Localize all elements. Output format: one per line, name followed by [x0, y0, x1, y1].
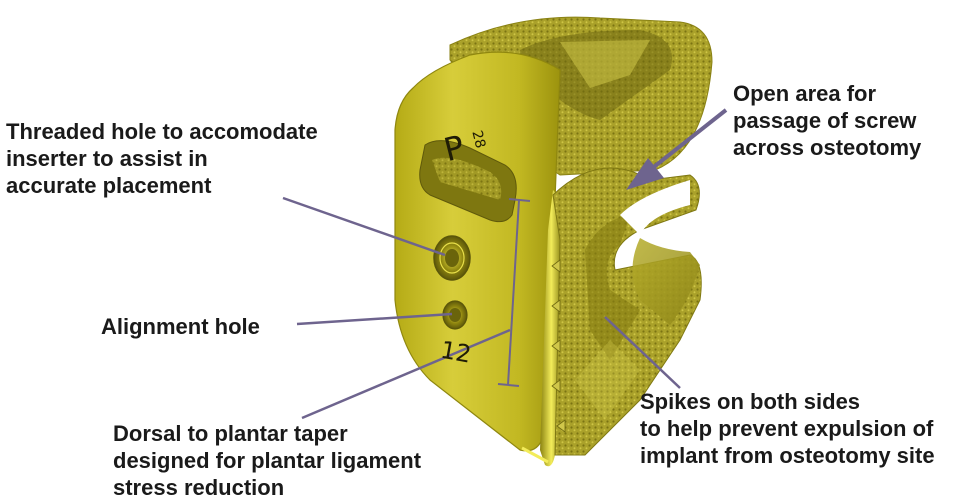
callout-open-area: Open area for passage of screw across os…: [733, 80, 921, 161]
callout-spikes: Spikes on both sides to help prevent exp…: [640, 388, 935, 469]
implant-front-face: [395, 52, 560, 451]
size-marking: 12: [438, 336, 473, 369]
callout-alignment-hole: Alignment hole: [101, 313, 260, 340]
callout-line: Threaded hole to accomodate: [6, 118, 318, 145]
callout-taper: Dorsal to plantar taper designed for pla…: [113, 420, 421, 501]
callout-line: accurate placement: [6, 172, 318, 199]
threaded-hole-icon: [434, 236, 470, 280]
callout-line: designed for plantar ligament: [113, 447, 421, 474]
callout-line: across osteotomy: [733, 134, 921, 161]
callout-line: to help prevent expulsion of: [640, 415, 935, 442]
callout-line: Dorsal to plantar taper: [113, 420, 421, 447]
callout-threaded-hole: Threaded hole to accomodate inserter to …: [6, 118, 318, 199]
callout-line: implant from osteotomy site: [640, 442, 935, 469]
callout-line: passage of screw: [733, 107, 921, 134]
callout-line: inserter to assist in: [6, 145, 318, 172]
callout-line: Open area for: [733, 80, 921, 107]
callout-line: Spikes on both sides: [640, 388, 935, 415]
callout-line: stress reduction: [113, 474, 421, 501]
callout-line: Alignment hole: [101, 313, 260, 340]
